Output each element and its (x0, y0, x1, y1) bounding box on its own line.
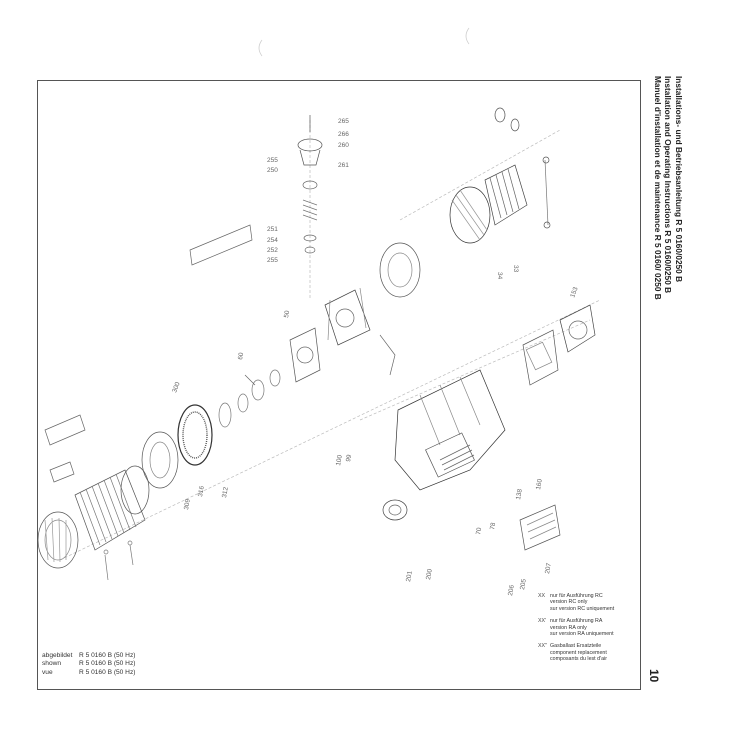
coupling-ring (177, 404, 213, 466)
info-label-de: abgebildet (42, 652, 73, 659)
legend-rc-de: nur für Ausführung RC (550, 593, 603, 599)
legend-gas-ballast-de: Gasballast Ersatzteile (550, 643, 602, 650)
explode-axes (59, 120, 601, 561)
exhaust-gasket (522, 329, 559, 386)
legend-symbol-ra: XX' (538, 618, 547, 625)
terminal-box (382, 499, 408, 521)
callout-99: 99 (345, 454, 353, 463)
title-line-de: Installations- und Betriebsanleitung R 5… (674, 76, 684, 283)
info-value-en: R 5 0160 B (50 Hz) (79, 660, 136, 668)
diagram-frame (37, 80, 641, 690)
vacuum-fittings (494, 107, 551, 229)
legend-rc-fr: sur version RC uniquement (550, 605, 615, 612)
info-row-fr: vue R 5 0160 B (50 Hz) (42, 669, 182, 677)
callout-316: 316 (197, 485, 206, 497)
part-callouts: 265 266 260 261 255 250 251 254 252 255 … (171, 118, 579, 596)
callout-205: 205 (519, 578, 528, 590)
callout-200: 200 (425, 568, 434, 580)
version-legend: XX nur für Ausführung RC version RC only… (538, 593, 638, 669)
pipe-fittings (244, 334, 396, 386)
mounting-bolts (103, 540, 134, 581)
callout-254: 254 (267, 237, 278, 244)
callout-266: 266 (338, 131, 349, 138)
callout-70: 70 (475, 527, 483, 536)
callout-206: 206 (507, 584, 516, 596)
binder-hole-2 (465, 27, 470, 45)
callout-250: 250 (267, 167, 278, 174)
motor-housing (74, 465, 150, 551)
legend-ra-fr: sur version RA uniquement (550, 631, 614, 638)
info-row-en: shown R 5 0160 B (50 Hz) (42, 660, 182, 668)
callout-255-top: 255 (267, 157, 278, 164)
nameplate (189, 224, 253, 266)
oil-separator-housing (394, 369, 506, 491)
legend-ra-en: version RA only (550, 624, 587, 631)
oil-sight-plate (519, 504, 561, 551)
callout-33: 33 (512, 265, 519, 273)
callout-138: 138 (515, 488, 524, 500)
legend-symbol-gas-ballast: XX'' (538, 643, 548, 650)
check-valve-assembly (297, 115, 323, 254)
info-value-fr: R 5 0160 B (50 Hz) (79, 668, 136, 676)
callout-78: 78 (489, 522, 497, 531)
fan-cover (37, 511, 79, 569)
model-info: abgebildet R 5 0160 B (50 Hz) shown R 5 … (42, 652, 182, 677)
callout-50: 50 (283, 310, 291, 319)
info-value-de: R 5 0160 B (50 Hz) (79, 652, 136, 659)
callout-34: 34 (496, 272, 503, 280)
binder-hole-1 (258, 39, 263, 57)
manual-title: Installations- und Betriebsanleitung R 5… (640, 76, 684, 346)
info-label-en: shown (42, 660, 62, 668)
base-plate (44, 414, 86, 483)
gasket-plate (379, 242, 421, 298)
callout-309: 309 (183, 498, 192, 510)
info-row-de: abgebildet R 5 0160 B (50 Hz) (42, 652, 182, 660)
pump-housing (324, 287, 371, 346)
callout-261: 261 (338, 162, 349, 169)
callout-265: 265 (338, 118, 349, 125)
coupling-parts (218, 369, 281, 428)
inlet-filter (449, 164, 528, 244)
legend-gas-ballast-en: component replacement (550, 649, 607, 656)
motor-flange (141, 431, 179, 489)
callout-201: 201 (405, 570, 414, 582)
callout-255-bottom: 255 (267, 257, 278, 264)
title-line-en: Installation and Operating Instructions … (663, 76, 674, 294)
callout-100: 100 (335, 454, 344, 466)
callout-252: 252 (267, 247, 278, 254)
callout-260: 260 (338, 142, 349, 149)
legend-rc-en: version RC only (550, 599, 588, 606)
callout-300: 300 (171, 381, 181, 394)
callout-153: 153 (569, 286, 579, 299)
callout-251: 251 (267, 226, 278, 233)
legend-ra-de: nur für Ausführung RA (550, 618, 603, 625)
legend-symbol-rc: XX (538, 593, 546, 599)
title-line-fr: Manuel d'installation et de maintenance … (653, 76, 663, 300)
binder-holes (258, 27, 470, 57)
callout-160: 160 (535, 478, 544, 490)
legend-entry-rc: XX nur für Ausführung RC version RC only… (538, 593, 638, 612)
info-label-fr: vue (42, 668, 53, 676)
callout-312: 312 (221, 486, 230, 498)
legend-entry-ra: XX' nur für Ausführung RA version RA onl… (538, 618, 638, 637)
callout-60: 60 (237, 352, 245, 361)
exhaust-flange (559, 304, 596, 353)
callout-207: 207 (544, 562, 553, 574)
legend-entry-gas-ballast: XX'' Gasballast Ersatzteile component re… (538, 643, 638, 662)
page-number: 10 (647, 669, 661, 683)
legend-gas-ballast-fr: composants du lest d'air (550, 656, 607, 663)
bearing-cover (289, 327, 321, 383)
